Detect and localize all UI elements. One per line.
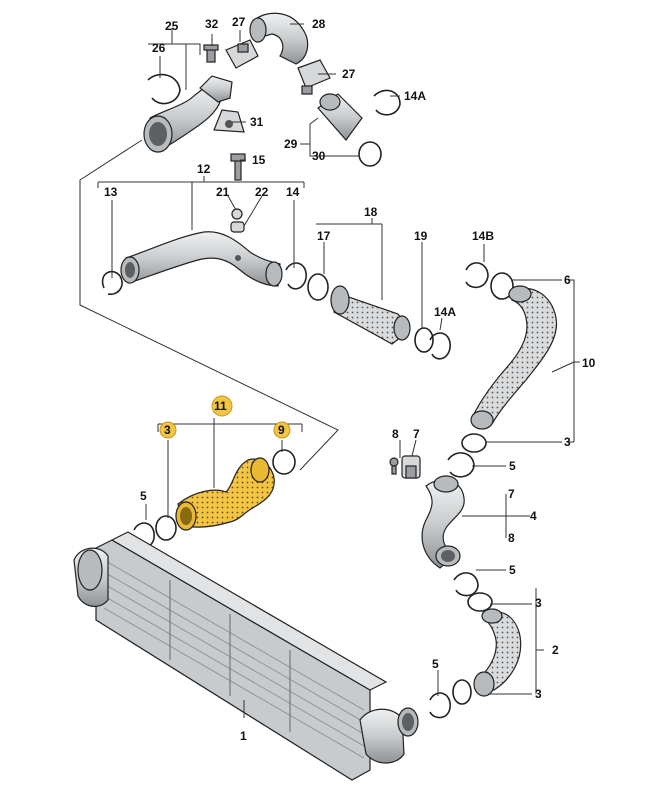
part-8-sensor <box>389 457 399 475</box>
part-14A-clip-mid <box>429 332 451 360</box>
label-9: 9 <box>278 423 285 437</box>
part-18-hose <box>330 285 411 345</box>
label-7-sensor: 7 <box>413 427 420 441</box>
leader-lines <box>97 23 580 718</box>
part-30-oring <box>358 141 382 167</box>
label-19: 19 <box>414 229 428 243</box>
label-30: 30 <box>312 149 326 163</box>
badge-11: 11 <box>211 395 233 417</box>
part-29-tube <box>317 93 363 141</box>
label-14A-top: 14A <box>404 89 426 103</box>
label-21: 21 <box>216 185 230 199</box>
label-3-left: 3 <box>164 423 171 437</box>
label-28: 28 <box>312 17 326 31</box>
part-14A-clip-top <box>373 89 401 116</box>
label-1: 1 <box>240 729 247 743</box>
label-3-lower: 3 <box>535 687 542 701</box>
label-2: 2 <box>552 643 559 657</box>
part-12-pipe <box>120 231 283 287</box>
part-19-oring <box>414 327 434 353</box>
label-8: 8 <box>508 531 515 545</box>
part-32-bolt <box>203 44 219 63</box>
part-2-hose <box>473 608 522 697</box>
label-25: 25 <box>165 19 179 33</box>
label-27-lower: 27 <box>342 67 356 81</box>
label-27-top: 27 <box>232 15 246 29</box>
label-5-left: 5 <box>140 489 147 503</box>
part-28-elbow <box>249 12 309 65</box>
label-14B: 14B <box>472 229 494 243</box>
assembly-outline <box>79 139 339 471</box>
part-5-clip-lower <box>453 572 479 597</box>
part-25-pipe <box>143 75 233 153</box>
part-3-oring-left <box>155 515 177 541</box>
part-3-oring-lower <box>452 679 472 705</box>
label-11: 11 <box>214 399 227 413</box>
part-3-oring-mid <box>467 592 493 612</box>
label-32: 32 <box>205 17 219 31</box>
label-17: 17 <box>317 229 331 243</box>
part-13-clip <box>101 270 123 296</box>
part-9-oring <box>272 449 296 475</box>
label-10: 10 <box>582 356 596 370</box>
label-4: 4 <box>530 509 537 523</box>
label-3-upper: 3 <box>564 435 571 449</box>
part-21-nut <box>231 208 243 220</box>
part-27-clamp-top <box>225 39 259 69</box>
label-31: 31 <box>250 115 264 129</box>
part-6-oring <box>490 272 514 300</box>
part-27-clamp-lower <box>297 59 331 95</box>
part-14B-clip <box>465 262 489 289</box>
part-3-oring-upper <box>461 433 487 453</box>
part-5-clip-bottom <box>429 692 451 719</box>
label-14A-mid: 14A <box>434 305 456 319</box>
part-26-clip <box>147 73 181 105</box>
label-6: 6 <box>564 273 571 287</box>
part-22-grommet <box>230 221 245 233</box>
part-31-bracket <box>213 109 245 133</box>
label-5-bottom: 5 <box>432 657 439 671</box>
label-3-mid: 3 <box>535 596 542 610</box>
label-22: 22 <box>255 185 269 199</box>
label-18: 18 <box>364 205 378 219</box>
part-15-bolt <box>230 153 246 181</box>
label-12: 12 <box>197 162 211 176</box>
intercooler-fins <box>103 559 365 759</box>
label-29: 29 <box>284 137 298 151</box>
badge-9: 9 <box>273 421 291 439</box>
label-8-sensor: 8 <box>392 427 399 441</box>
part-14-clip <box>285 262 307 290</box>
part-11-hose-highlighted <box>175 457 275 531</box>
badge-3: 3 <box>159 421 177 439</box>
label-13: 13 <box>104 185 118 199</box>
part-4-pipe <box>421 475 465 569</box>
part-5-clip-upper <box>447 452 475 478</box>
part-17-oring <box>307 273 329 301</box>
label-15: 15 <box>252 153 266 167</box>
label-5-lower: 5 <box>509 563 516 577</box>
part-10-hose <box>470 285 558 430</box>
part-1-intercooler <box>73 531 419 781</box>
label-26: 26 <box>152 41 166 55</box>
label-7: 7 <box>508 487 515 501</box>
part-7-sensor-body <box>401 455 421 479</box>
part-number-labels: 25 26 32 27 28 27 14A 31 29 30 15 12 13 … <box>104 15 596 743</box>
label-5-upper: 5 <box>509 459 516 473</box>
label-14: 14 <box>286 185 300 199</box>
